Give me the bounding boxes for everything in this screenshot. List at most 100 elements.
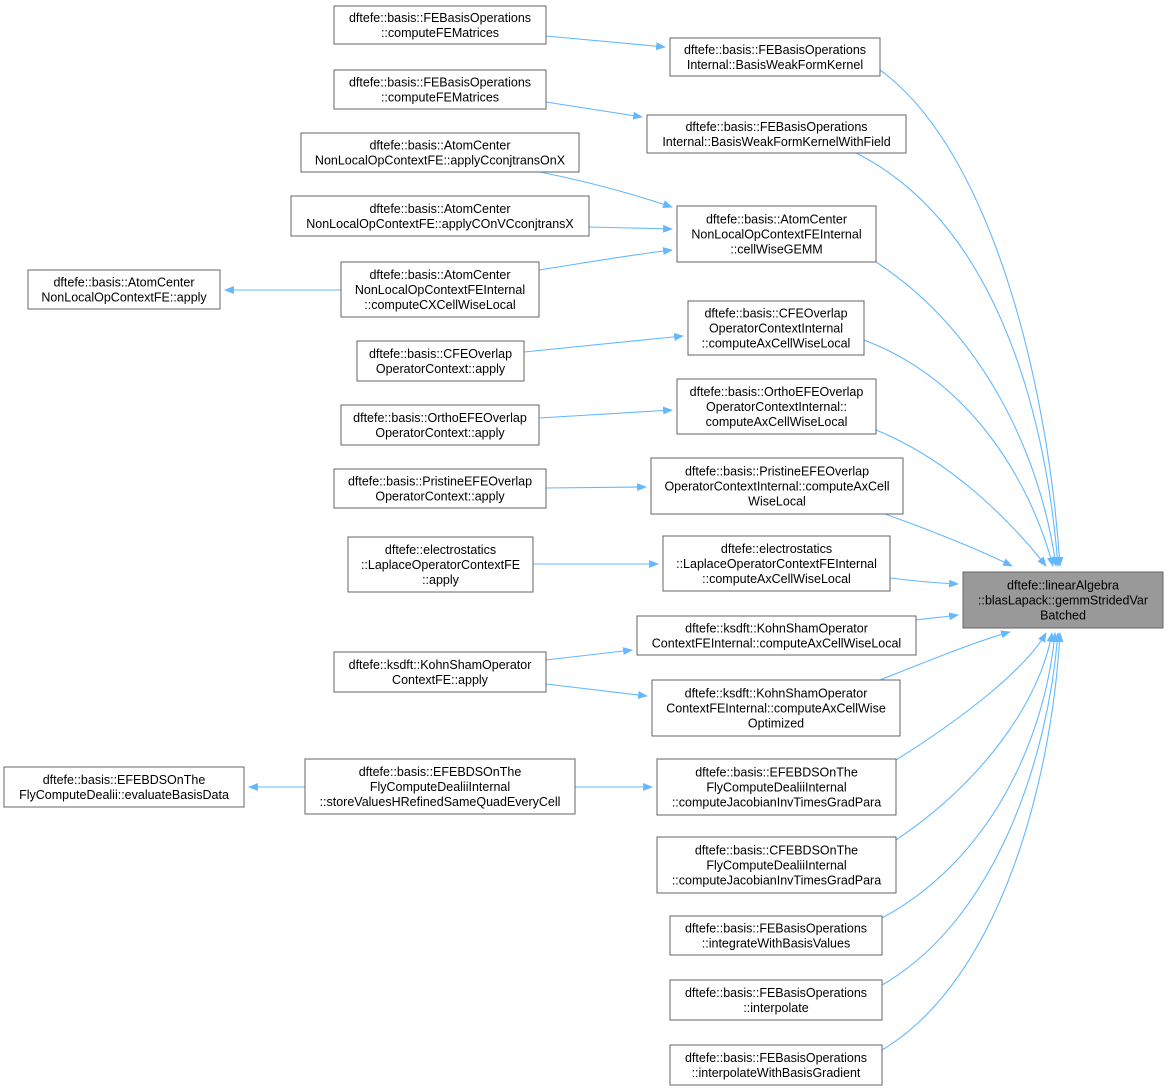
edges-layer (224, 35, 1064, 1051)
node-label-line: dftefe::basis::EFEBDSOnThe (359, 765, 522, 779)
node-box (669, 979, 883, 1021)
edge-n14-to-target (881, 632, 1064, 1051)
edge-n11-to-target (895, 632, 1055, 841)
node-box (333, 5, 547, 45)
node-label-line: dftefe::basis::FEBasisOperations (349, 76, 531, 90)
edge-arrow (545, 101, 643, 120)
node-p06[interactable]: dftefe::basis::CFEOverlapOperatorContext… (356, 340, 525, 382)
node-p05[interactable]: dftefe::basis::AtomCenterNonLocalOpConte… (340, 261, 540, 318)
node-label-line: ::apply (422, 573, 460, 587)
node-label-line: Optimized (748, 717, 804, 731)
node-label-line: dftefe::basis::OrthoEFEOverlap (353, 411, 527, 425)
node-label-line: ::computeJacobianInvTimesGradPara (672, 796, 881, 810)
node-label-line: OperatorContext::apply (375, 426, 505, 440)
node-n01[interactable]: dftefe::basis::FEBasisOperationsInternal… (669, 37, 881, 77)
node-n10[interactable]: dftefe::basis::EFEBDSOnTheFlyComputeDeal… (656, 758, 897, 816)
node-label-line: ::computeFEMatrices (381, 91, 499, 105)
node-label-line: dftefe::ksdft::KohnShamOperator (685, 622, 868, 636)
node-label-line: ::LaplaceOperatorContextFE (361, 558, 520, 572)
edge-p03-to-n03 (539, 171, 673, 208)
node-label-line: dftefe::linearAlgebra (1007, 579, 1119, 593)
edge-n06-to-target (884, 513, 1013, 567)
edge-p01-to-n01 (545, 35, 666, 51)
node-box (687, 300, 865, 356)
node-p08[interactable]: dftefe::basis::PristineEFEOverlapOperato… (333, 468, 547, 509)
node-box (676, 378, 877, 435)
node-p02[interactable]: dftefe::basis::FEBasisOperations::comput… (333, 69, 547, 110)
node-box (333, 69, 547, 110)
node-box (650, 457, 904, 515)
node-q02[interactable]: dftefe::basis::EFEBDSOnTheFlyComputeDeal… (3, 766, 245, 808)
node-label-line: ::computeJacobianInvTimesGradPara (672, 874, 881, 888)
edge-p02-to-n02 (545, 101, 643, 120)
node-n12[interactable]: dftefe::basis::FEBasisOperations::integr… (669, 915, 883, 956)
node-label-line: ::blasLapack::gemmStridedVar (978, 594, 1148, 608)
node-label-line: dftefe::basis::FEBasisOperations (684, 43, 866, 57)
node-box (669, 915, 883, 956)
node-n08[interactable]: dftefe::ksdft::KohnShamOperatorContextFE… (636, 615, 917, 656)
node-label-line: ::computeAxCellWiseLocal (702, 337, 851, 351)
node-box (669, 37, 881, 77)
node-p07[interactable]: dftefe::basis::OrthoEFEOverlapOperatorCo… (340, 404, 540, 446)
node-n14[interactable]: dftefe::basis::FEBasisOperations::interp… (669, 1044, 883, 1086)
node-label-line: WiseLocal (748, 495, 806, 509)
node-q01[interactable]: dftefe::basis::AtomCenterNonLocalOpConte… (27, 269, 221, 310)
edge-p06-to-n04 (523, 332, 684, 353)
node-label-line: ::LaplaceOperatorContextFEInternal (676, 557, 877, 571)
edge-p08-to-n06 (545, 483, 647, 492)
edge-arrow (863, 339, 1055, 567)
node-box (636, 615, 917, 656)
node-box (646, 114, 907, 154)
node-label-line: NonLocalOpContextFEInternal (355, 283, 525, 297)
node-label-line: ContextFE::apply (392, 673, 489, 687)
node-n09[interactable]: dftefe::ksdft::KohnShamOperatorContextFE… (651, 679, 901, 737)
node-label-line: dftefe::basis::FEBasisOperations (685, 986, 867, 1000)
node-p03[interactable]: dftefe::basis::AtomCenterNonLocalOpConte… (300, 132, 580, 173)
edge-p10-to-n08 (545, 647, 633, 661)
node-n03[interactable]: dftefe::basis::AtomCenterNonLocalOpConte… (676, 205, 877, 263)
node-label-line: OperatorContextInternal::computeAxCell (664, 480, 889, 494)
edge-n01-to-target (879, 69, 1064, 567)
edge-n13-to-target (881, 632, 1062, 986)
edge-arrow (875, 261, 1059, 567)
node-label-line: ContextFEInternal::computeAxCellWiseLoca… (652, 637, 901, 651)
node-label-line: dftefe::ksdft::KohnShamOperator (685, 687, 868, 701)
edge-arrow (523, 332, 684, 353)
node-p04[interactable]: dftefe::basis::AtomCenterNonLocalOpConte… (290, 195, 590, 237)
node-box (340, 404, 540, 446)
node-box (676, 205, 877, 263)
edge-n09-to-target (879, 630, 1011, 681)
node-p09[interactable]: dftefe::electrostatics::LaplaceOperatorC… (347, 536, 534, 593)
node-p01[interactable]: dftefe::basis::FEBasisOperations::comput… (333, 5, 547, 45)
node-label-line: dftefe::basis::AtomCenter (53, 276, 194, 290)
node-n07[interactable]: dftefe::electrostatics::LaplaceOperatorC… (662, 535, 891, 592)
node-p11[interactable]: dftefe::basis::EFEBDSOnTheFlyComputeDeal… (304, 758, 576, 815)
node-label-line: dftefe::basis::EFEBDSOnThe (43, 773, 206, 787)
node-n05[interactable]: dftefe::basis::OrthoEFEOverlapOperatorCo… (676, 378, 877, 435)
node-n02[interactable]: dftefe::basis::FEBasisOperationsInternal… (646, 114, 907, 154)
node-label-line: NonLocalOpContextFE::apply (41, 291, 207, 305)
edge-arrow (889, 577, 959, 588)
node-label-line: dftefe::electrostatics (385, 543, 496, 557)
node-label-line: ::computeAxCellWiseLocal (702, 572, 851, 586)
node-label-line: dftefe::basis::OrthoEFEOverlap (690, 385, 864, 399)
node-label-line: FlyComputeDealiiInternal (370, 780, 510, 794)
node-label-line: ::storeValuesHRefinedSameQuadEveryCell (320, 795, 561, 809)
node-n13[interactable]: dftefe::basis::FEBasisOperations::interp… (669, 979, 883, 1021)
node-label-line: ::cellWiseGEMM (730, 243, 822, 257)
node-n06[interactable]: dftefe::basis::PristineEFEOverlapOperato… (650, 457, 904, 515)
edge-arrow (881, 632, 1059, 919)
node-n11[interactable]: dftefe::basis::CFEBDSOnTheFlyComputeDeal… (656, 836, 897, 894)
edge-n10-to-target (895, 632, 1047, 761)
edge-p04-to-n03 (588, 224, 673, 233)
edge-arrow (881, 632, 1064, 1051)
edge-arrow (875, 429, 1047, 567)
node-box (347, 536, 534, 593)
target-node[interactable]: dftefe::linearAlgebra::blasLapack::gemmS… (962, 571, 1164, 629)
node-label-line: dftefe::electrostatics (721, 542, 832, 556)
node-label-line: Internal::BasisWeakFormKernel (687, 58, 863, 72)
node-p10[interactable]: dftefe::ksdft::KohnShamOperatorContextFE… (333, 651, 547, 693)
node-n04[interactable]: dftefe::basis::CFEOverlapOperatorContext… (687, 300, 865, 356)
edge-p07-to-n05 (538, 406, 673, 419)
